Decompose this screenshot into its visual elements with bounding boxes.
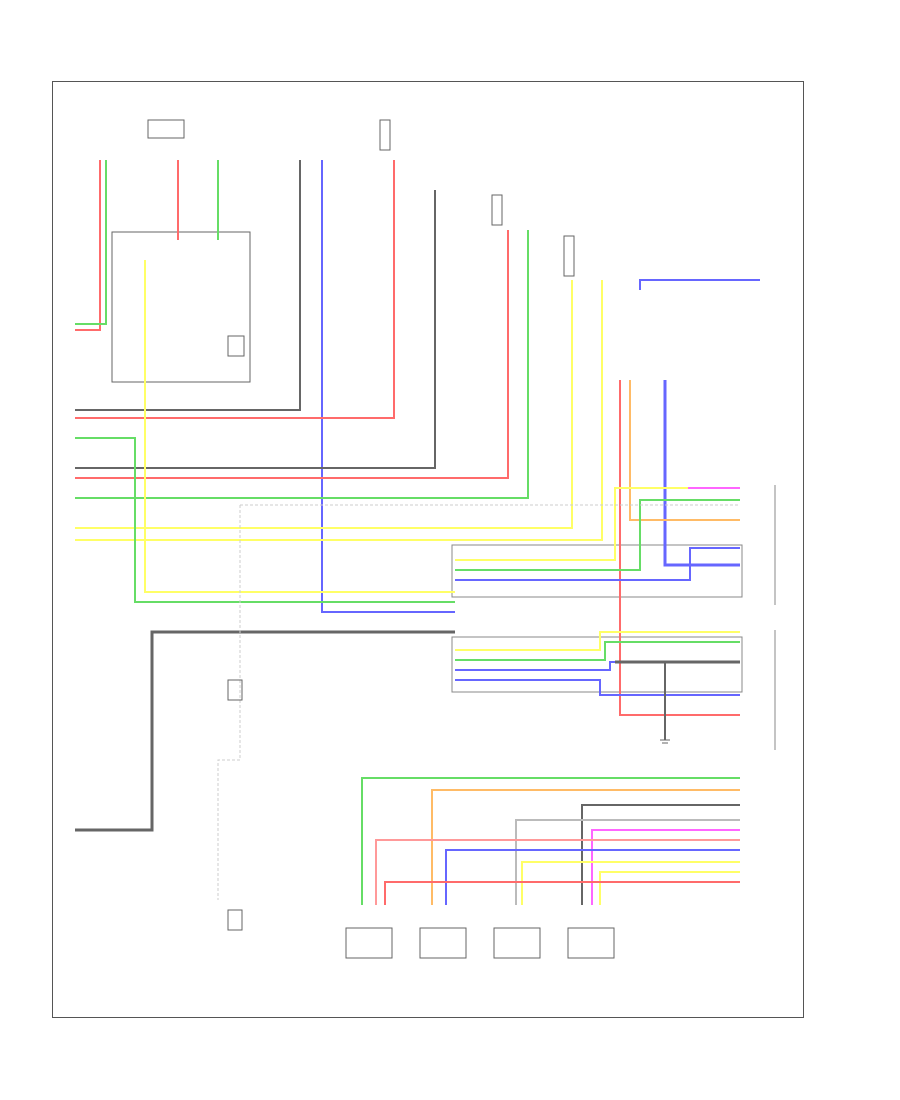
wire-red-2 (75, 160, 395, 419)
connector-block-upper (451, 544, 743, 598)
wire-yellow-down (144, 260, 455, 593)
bus-red (384, 881, 740, 905)
wire-red-left (75, 160, 101, 331)
occupant-box (563, 235, 575, 277)
wire-blue-right (639, 279, 760, 290)
bus-blue (445, 849, 740, 905)
wire-blue-thick (663, 380, 740, 567)
dashed-wires (217, 504, 740, 900)
sensor-boxes (345, 927, 615, 959)
wire-green-loop (75, 437, 455, 603)
diagram-frame (52, 81, 804, 1018)
lower-sensor (227, 679, 243, 701)
wire-b-up (455, 547, 740, 581)
wire-b-low2 (455, 679, 740, 696)
wire-y-up (455, 487, 740, 561)
seat-belt-module-box (379, 119, 391, 151)
wire-green-left (75, 160, 107, 325)
wire-gray-1 (75, 160, 301, 411)
wire-gray-2 (75, 190, 436, 469)
wire-red-3 (75, 230, 509, 479)
wire-blue-long (321, 160, 455, 613)
wire-y-low (455, 631, 740, 651)
bus-yellow (521, 861, 740, 905)
sensor-box (227, 335, 245, 357)
bus-gray (581, 804, 740, 905)
wire-yellow-1 (75, 280, 573, 529)
wire-orange-right (629, 380, 740, 521)
bus-orange (431, 789, 740, 905)
wire-green-2 (75, 230, 529, 499)
wire-red-right (619, 380, 740, 716)
sensor-box-4 (567, 927, 615, 959)
sensor-box-1 (345, 927, 393, 959)
wire-gray-bottom (75, 630, 455, 832)
bus-magenta (591, 829, 740, 905)
sensor-box-3 (493, 927, 541, 959)
bus-pink (375, 839, 740, 905)
ground-symbol (660, 739, 670, 744)
wire-g-up (455, 499, 740, 571)
connector-block-lower (451, 636, 743, 693)
wires (75, 160, 760, 905)
bus-lightgray (515, 819, 740, 905)
wire-yellow-2 (75, 280, 603, 541)
buckle-switch (227, 909, 243, 931)
pretensioner-box (491, 194, 503, 226)
wire-g-low (455, 641, 740, 661)
bus-yellow2 (599, 871, 740, 905)
top-components (111, 119, 743, 693)
sensor-box-2 (419, 927, 467, 959)
relay-box (147, 119, 185, 139)
center-module-box (111, 231, 251, 383)
bus-green (361, 777, 740, 905)
lower-left-components (227, 679, 243, 931)
